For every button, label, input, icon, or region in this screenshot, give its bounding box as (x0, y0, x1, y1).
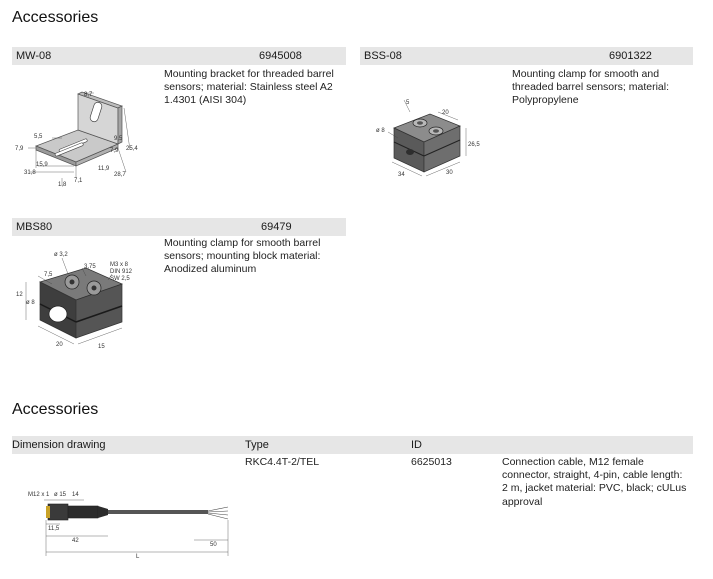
dim-label: 12 (16, 292, 23, 298)
dim-label: 11,9 (98, 166, 110, 172)
product-name: MW-08 (16, 50, 52, 62)
dim-label: 1,8 (58, 182, 67, 188)
dim-label: 20 (56, 342, 63, 348)
product-header-mbs80: MBS80 69479 (12, 218, 346, 236)
dim-label: 26,5 (468, 142, 480, 148)
dim-label: M12 x 1 (28, 492, 50, 498)
mw-08-dimension-drawing: 8,7 5,5 7,9 15,9 31,8 1,8 7,1 11,9 28,7 … (14, 88, 144, 188)
product-description: Mounting clamp for smooth barrel sensors… (164, 237, 321, 276)
dim-label: ø 15 (54, 492, 67, 498)
dim-label: 28,7 (114, 172, 126, 178)
dim-label: 7,1 (74, 178, 83, 184)
dim-label: 20 (442, 110, 449, 116)
product-header-mw-08: MW-08 6945008 (12, 47, 346, 65)
product-name: MBS80 (16, 221, 53, 233)
dim-label: 5,5 (34, 134, 43, 140)
dim-label: 25,4 (126, 146, 138, 152)
row-id: 6625013 (411, 456, 452, 468)
dim-label: 14 (72, 492, 79, 498)
dim-label: 7,5 (44, 272, 53, 278)
dim-label: 3,75 (84, 264, 96, 270)
dim-label: 34 (398, 172, 405, 178)
row-description: Connection cable, M12 female connector, … (502, 456, 687, 508)
dim-label: 9,5 (114, 136, 123, 142)
product-name: BSS-08 (364, 50, 402, 62)
dim-label: 15 (98, 344, 105, 350)
section-title: Accessories (12, 9, 99, 26)
table-header: Dimension drawing Type ID (12, 436, 693, 454)
dim-label: ø 8 (376, 128, 385, 134)
dim-label: 7,9 (110, 148, 119, 154)
dim-label: DIN 912 (110, 269, 133, 275)
product-header-bss-08: BSS-08 6901322 (360, 47, 693, 65)
product-description: Mounting clamp for smooth and threaded b… (512, 68, 669, 107)
dim-label: L (136, 554, 140, 560)
dim-label: 15,9 (36, 162, 48, 168)
column-header-id: ID (411, 439, 422, 451)
dim-label: ø 3,2 (54, 252, 68, 258)
dim-label: M3 x 8 (110, 262, 129, 268)
dim-label: 50 (210, 542, 217, 548)
column-header-drawing: Dimension drawing (12, 439, 106, 451)
product-id: 69479 (261, 221, 292, 233)
dim-label: 30 (446, 170, 453, 176)
dim-label: 11,5 (48, 526, 60, 532)
mbs80-dimension-drawing: ø 3,2 3,75 M3 x 8 DIN 912 SW 2,5 7,5 12 … (12, 246, 144, 354)
product-id: 6901322 (609, 50, 652, 62)
column-header-type: Type (245, 439, 269, 451)
dim-label: 31,8 (24, 170, 36, 176)
dim-label: 8,7 (84, 92, 93, 98)
product-description: Mounting bracket for threaded barrel sen… (164, 68, 334, 107)
dim-label: 7,9 (15, 146, 24, 152)
dim-label: 5 (406, 100, 410, 106)
cable-dimension-drawing: M12 x 1 ø 15 14 11,5 42 50 L (24, 486, 240, 562)
section-title: Accessories (12, 401, 99, 418)
dim-label: SW 2,5 (110, 276, 130, 282)
dim-label: 42 (72, 538, 79, 544)
dim-label: ø 8 (26, 300, 35, 306)
row-type: RKC4.4T-2/TEL (245, 456, 320, 468)
bss-08-dimension-drawing: 5 20 ø 8 26,5 34 30 (376, 92, 486, 184)
product-id: 6945008 (259, 50, 302, 62)
